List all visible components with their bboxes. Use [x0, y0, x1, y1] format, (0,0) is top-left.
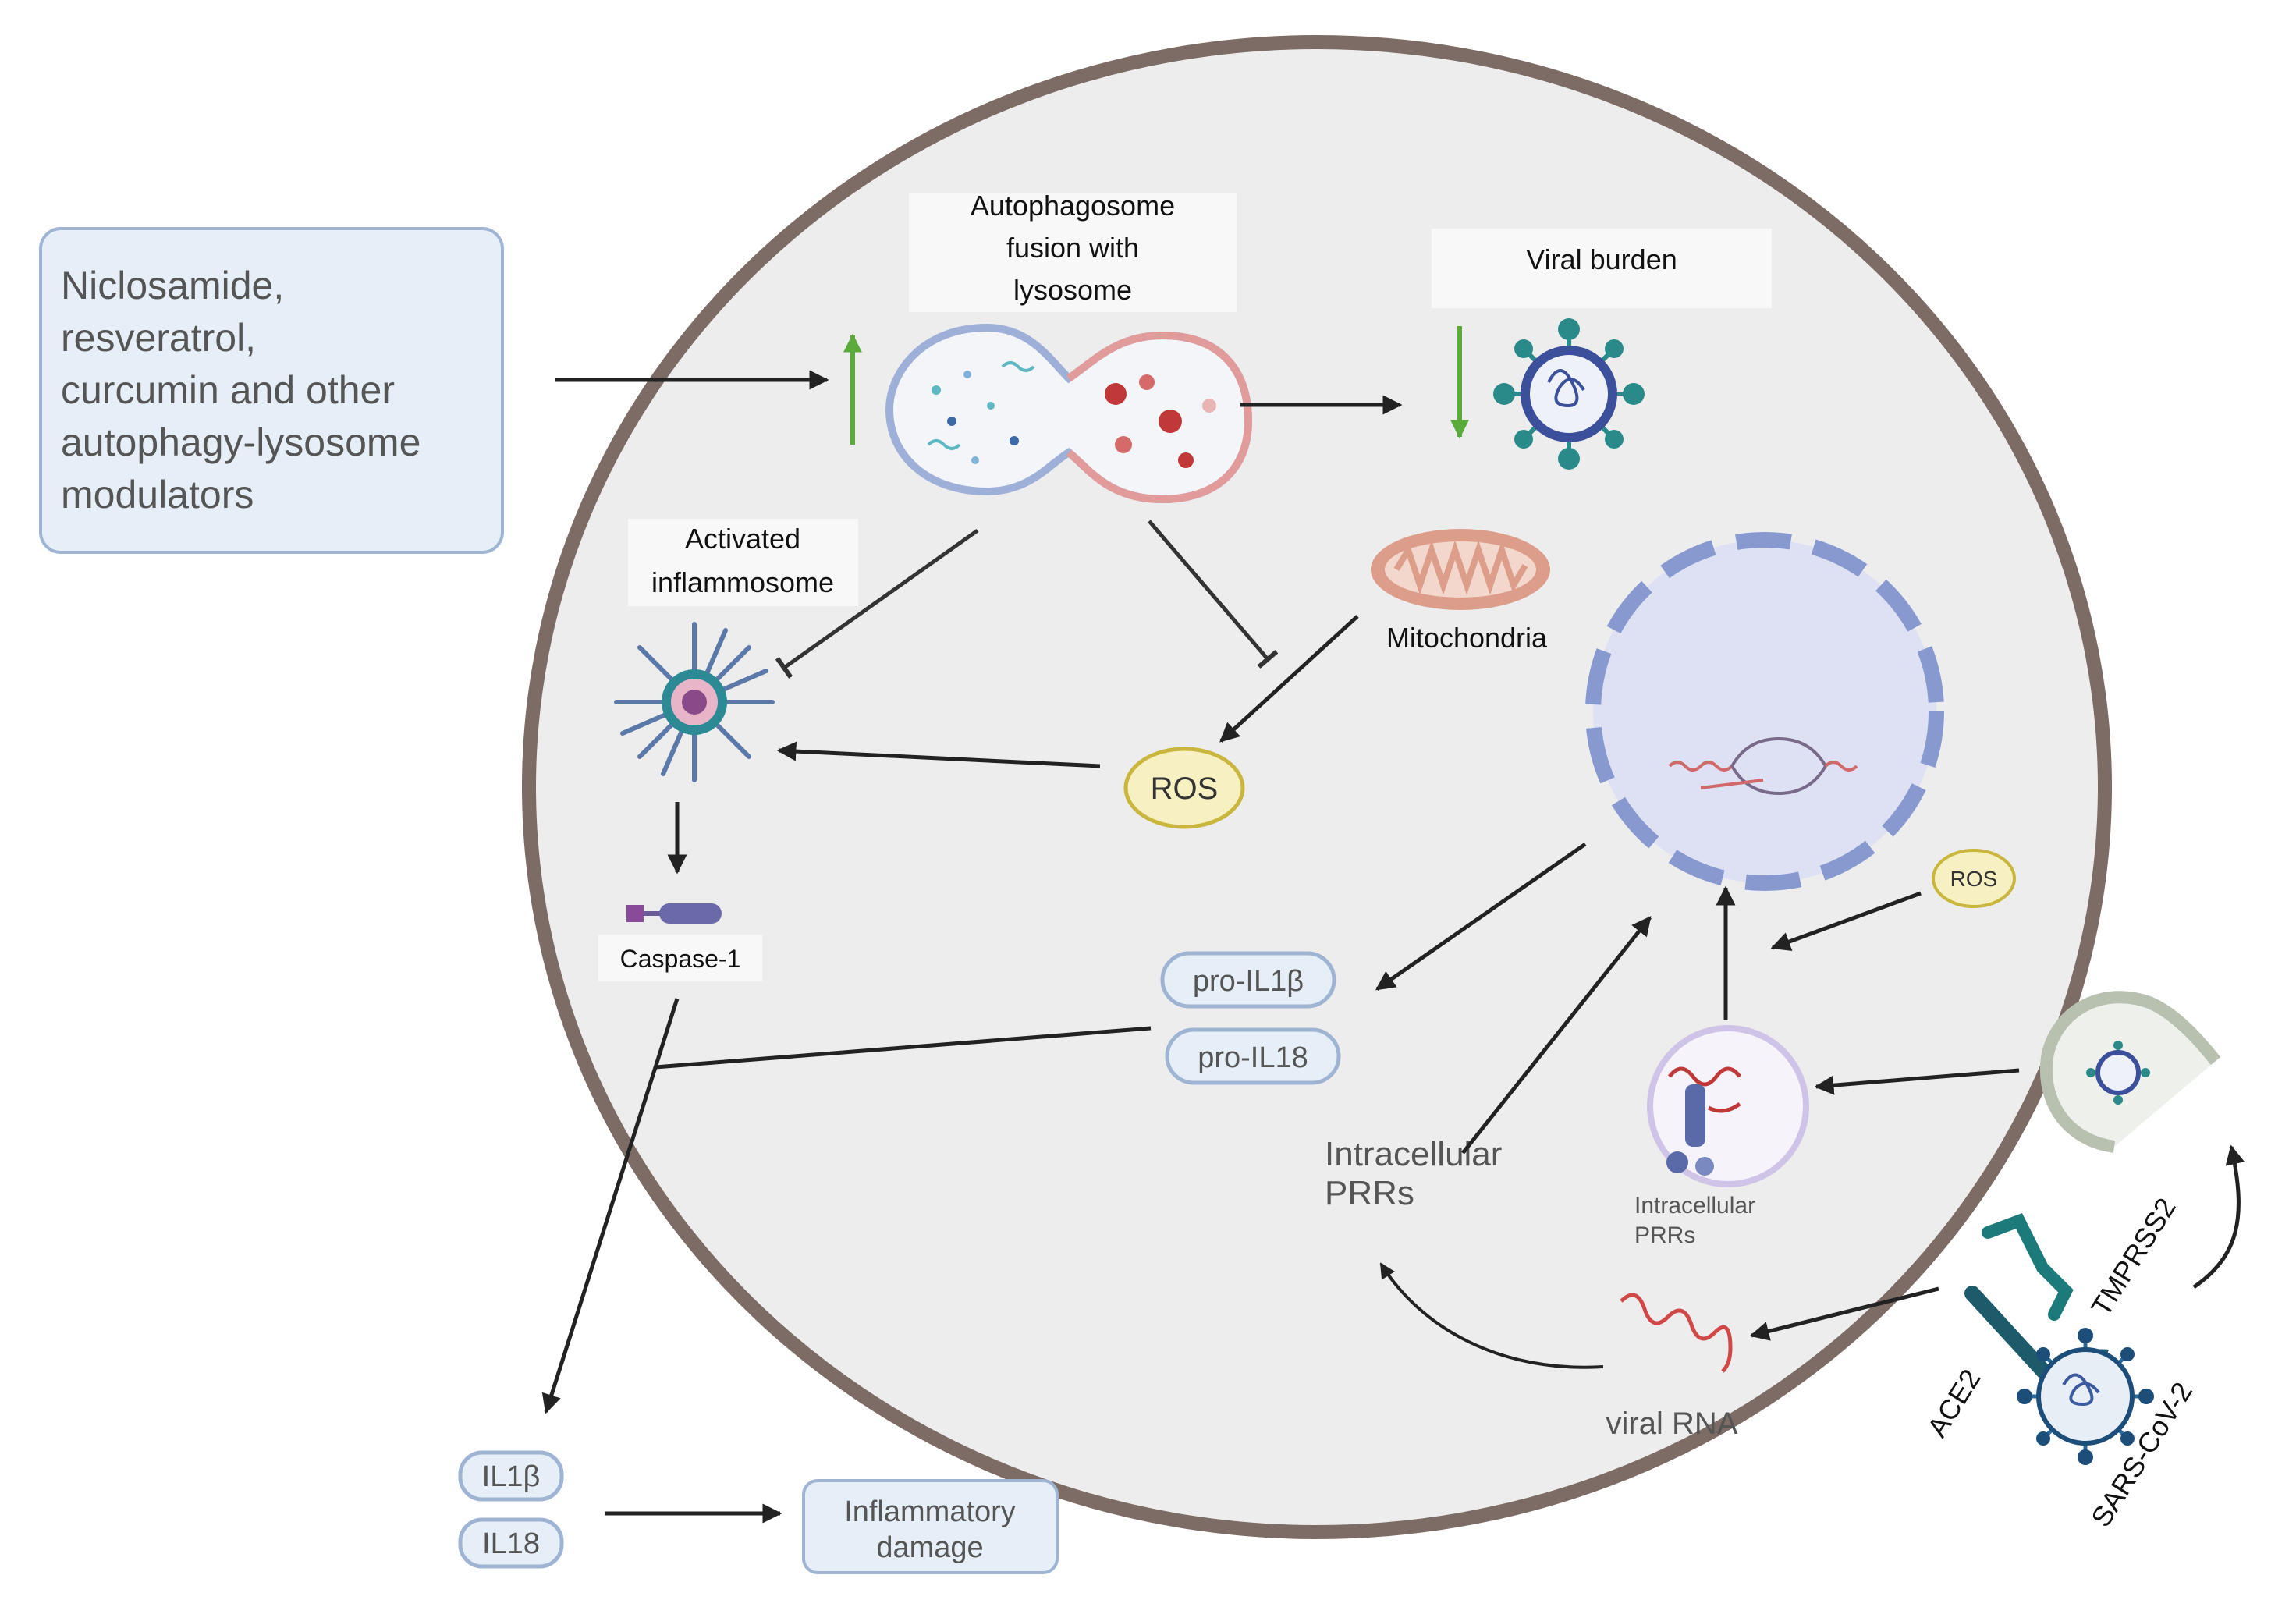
viral-rna-label: viral RNA	[1606, 1407, 1738, 1441]
il18-box: IL18	[458, 1517, 564, 1569]
inflammatory-damage-line-1: Inflammatory	[844, 1495, 1016, 1528]
pro-il-joining-line	[655, 1026, 1152, 1070]
prrs-large-line-2: PRRs	[1325, 1174, 1414, 1212]
arrow-mito-to-ros	[1219, 615, 1359, 743]
pro-il18-box: pro-IL18	[1165, 1027, 1341, 1085]
ros-main: ROS	[1123, 747, 1245, 829]
drug-box: Niclosamide, resveratrol, curcumin and o…	[39, 227, 504, 554]
ros-small-label: ROS	[1950, 867, 1998, 891]
drug-line-2: resveratrol,	[61, 316, 256, 360]
arrow-ros-small-to-nucleus	[1770, 891, 1922, 951]
autophagosome-line-3: lysosome	[1013, 274, 1132, 306]
inflammasome-icon	[614, 622, 775, 782]
drug-line-1: Niclosamide,	[61, 264, 284, 307]
ros-small: ROS	[1932, 849, 2016, 908]
mitochondria-label: Mitochondria	[1386, 622, 1548, 654]
arrow-prrs-to-nucleus	[1461, 916, 1652, 1155]
drug-line-4: autophagy-lysosome	[61, 420, 421, 464]
prrs-small-line-2: PRRs	[1634, 1222, 1695, 1248]
prrs-large-line-1: Intracellular	[1325, 1135, 1502, 1173]
arrow-vesicle-to-endosome	[1814, 1068, 2020, 1095]
prrs-small-line-1: Intracellular	[1634, 1193, 1755, 1219]
mitochondria-icon	[1371, 529, 1550, 610]
inhibit-ros	[1148, 520, 1279, 669]
inflammasome-line-1: Activated	[685, 523, 800, 555]
viral-rna-icon	[1620, 1293, 1733, 1373]
arrow-receptor-to-rna	[1749, 1286, 1939, 1341]
ros-main-label: ROS	[1151, 772, 1219, 806]
sars-cov-2-icon	[2017, 1328, 2154, 1465]
pro-il1b-label: pro-IL1β	[1193, 965, 1304, 998]
arrow-nucleus-to-pro-il	[1375, 842, 1587, 992]
il18-label: IL18	[482, 1527, 540, 1560]
pro-il1b-box: pro-IL1β	[1160, 951, 1336, 1009]
il1b-label: IL1β	[482, 1460, 541, 1493]
ace2-label: ACE2	[1921, 1364, 1987, 1442]
inhibit-inflammasome	[775, 528, 979, 679]
arrow-rna-to-prrs	[1379, 1262, 1604, 1369]
autophagosome-line-2: fusion with	[1006, 232, 1139, 264]
pro-il18-label: pro-IL18	[1198, 1041, 1308, 1074]
caspase-label: Caspase-1	[620, 945, 741, 973]
autophagosome-fusion-icon	[885, 323, 1253, 504]
virus-icon	[1493, 318, 1645, 470]
endosome-prr-icon	[1647, 1025, 1809, 1187]
drug-line-5: modulators	[61, 473, 254, 516]
caspase-icon	[626, 903, 722, 924]
endocytic-vesicle-icon	[2039, 991, 2221, 1153]
viral-burden-label: Viral burden	[1526, 243, 1677, 275]
arrow-ros-to-inflammasome	[776, 741, 1101, 768]
autophagosome-line-1: Autophagosome	[971, 190, 1175, 222]
inflammatory-damage-box: Inflammatory damage	[802, 1479, 1059, 1574]
nucleus	[1585, 532, 1944, 891]
drug-line-3: curcumin and other	[61, 368, 395, 412]
inflammasome-line-2: inflammosome	[651, 566, 834, 598]
il1b-box: IL1β	[458, 1450, 564, 1502]
arrow-entry-curve	[2192, 1144, 2245, 1290]
inflammatory-damage-line-2: damage	[876, 1531, 983, 1564]
arrow-caspase-to-il	[541, 998, 680, 1414]
tmprss2-label: TMPRSS2	[2085, 1192, 2182, 1322]
